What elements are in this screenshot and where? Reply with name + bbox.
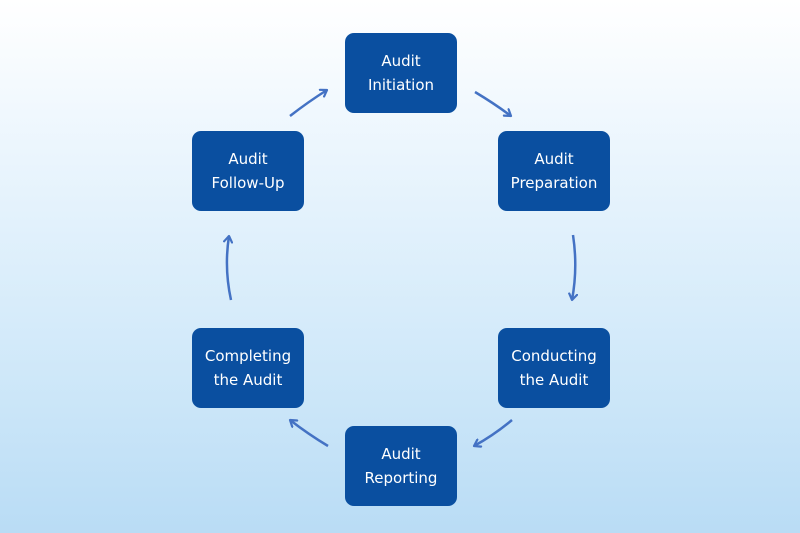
step-label-line1: Completing bbox=[204, 347, 292, 365]
step-label-line1: Audit bbox=[534, 150, 574, 168]
step-label-line1: Conducting bbox=[511, 347, 597, 365]
step-label-line2: Preparation bbox=[510, 174, 598, 192]
step-conducting-the-audit: Conducting the Audit bbox=[498, 328, 610, 408]
arrow-completing-to-followup bbox=[227, 236, 231, 301]
step-label-line2: the Audit bbox=[213, 371, 283, 389]
arrow-preparation-to-conducting bbox=[572, 234, 575, 300]
step-label-line1: Audit bbox=[381, 445, 421, 463]
arrow-followup-to-initiation bbox=[289, 90, 327, 117]
step-completing-the-audit: Completing the Audit bbox=[192, 328, 304, 408]
arrow-reporting-to-completing bbox=[290, 420, 329, 448]
step-label-line2: the Audit bbox=[519, 371, 589, 389]
step-label-line2: Follow-Up bbox=[211, 174, 285, 192]
step-label-line1: Audit bbox=[228, 150, 268, 168]
step-label-line1: Audit bbox=[381, 52, 421, 70]
arrow-conducting-to-reporting bbox=[474, 419, 513, 446]
arrow-initiation-to-preparation bbox=[474, 90, 511, 116]
step-label-line2: Initiation bbox=[367, 76, 435, 94]
step-label-line2: Reporting bbox=[364, 469, 438, 487]
